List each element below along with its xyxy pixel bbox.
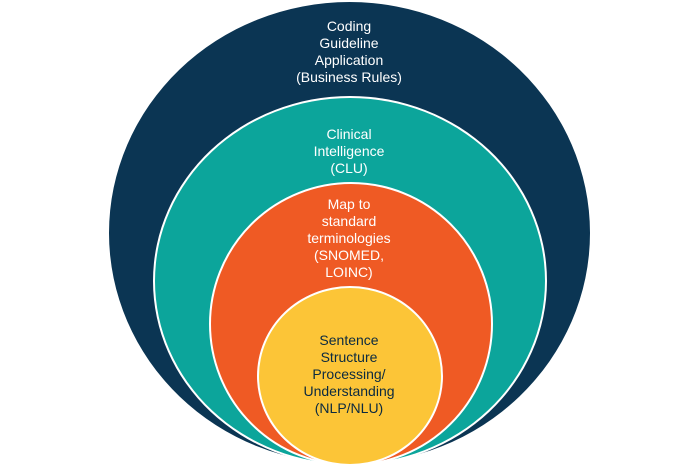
terminology-mapping-label: Map to standard terminologies (SNOMED, L… xyxy=(307,196,391,280)
sentence-processing-label: Sentence Structure Processing/ Understan… xyxy=(303,332,395,416)
coding-guideline-label: Coding Guideline Application (Business R… xyxy=(296,18,402,85)
sentence-processing-circle xyxy=(257,286,443,466)
clinical-intelligence-label: Clinical Intelligence (CLU) xyxy=(313,126,385,176)
